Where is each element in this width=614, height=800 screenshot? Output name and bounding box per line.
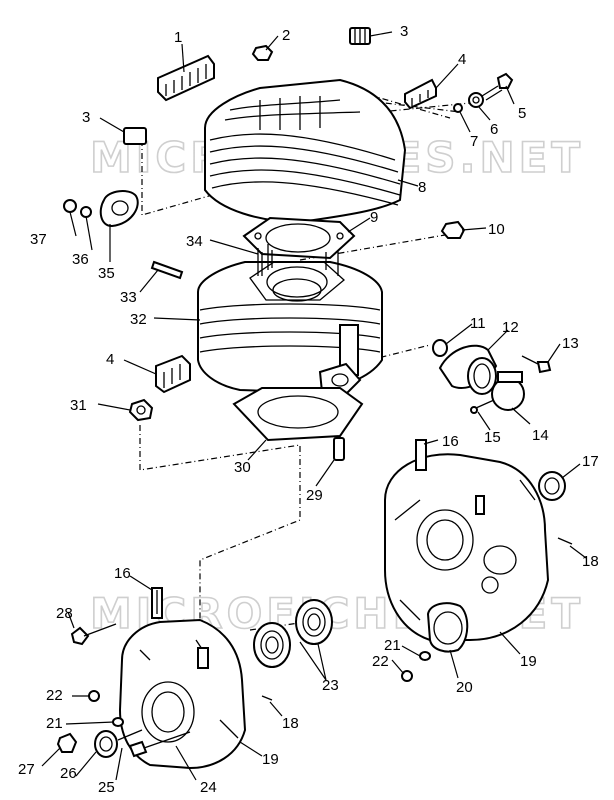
callout-18-right: 18 — [582, 553, 599, 570]
callout-16-right: 16 — [442, 433, 459, 450]
part-33-stud — [150, 260, 184, 280]
part-25-bolt — [117, 729, 143, 741]
callout-31: 31 — [70, 397, 87, 414]
callout-17: 17 — [582, 453, 599, 470]
part-20-gasket — [426, 602, 469, 653]
callout-19-left: 19 — [262, 751, 279, 768]
leader-lines — [41, 31, 587, 781]
part-26-seal — [94, 730, 118, 758]
callout-3-top: 3 — [400, 23, 408, 40]
part-28-bolt — [70, 623, 117, 646]
part-8-cylinder-head — [204, 78, 407, 224]
callout-2: 2 — [282, 27, 290, 44]
callout-35: 35 — [98, 265, 115, 282]
callout-22-right: 22 — [372, 653, 389, 670]
part-24-bolt — [128, 731, 191, 758]
part-34-studs — [257, 244, 269, 276]
part-12-intake-manifold — [438, 344, 498, 395]
callout-26: 26 — [60, 765, 77, 782]
callout-15: 15 — [484, 429, 501, 446]
part-11-oring — [432, 339, 448, 357]
part-4-insulator-top — [404, 78, 437, 110]
part-18-dowel-right — [557, 537, 573, 545]
callout-13: 13 — [562, 335, 579, 352]
callout-8: 8 — [418, 179, 426, 196]
callout-22-left: 22 — [46, 687, 63, 704]
part-32-cylinder — [197, 250, 383, 398]
part-13-bolt — [521, 355, 552, 374]
callout-21-left: 21 — [46, 715, 63, 732]
callout-18-left: 18 — [282, 715, 299, 732]
part-21-washer-right — [419, 651, 431, 661]
callout-27: 27 — [18, 761, 35, 778]
crankcase-right — [384, 439, 550, 641]
callout-21-right: 21 — [384, 637, 401, 654]
part-14-clamp — [491, 371, 525, 411]
part-37-nut — [63, 199, 77, 213]
callout-23: 23 — [322, 677, 339, 694]
callout-36: 36 — [72, 251, 89, 268]
callout-4-top: 4 — [458, 51, 466, 68]
part-17-seal — [538, 471, 566, 501]
part-3-isolator-top — [349, 27, 371, 45]
callout-12: 12 — [502, 319, 519, 336]
callout-6: 6 — [490, 121, 498, 138]
part-22-screw-right — [401, 670, 413, 682]
part-2-nut — [251, 44, 274, 61]
part-5-bolt — [481, 72, 514, 101]
part-36-washer — [80, 206, 92, 218]
callout-1: 1 — [174, 29, 182, 46]
callout-33: 33 — [120, 289, 137, 306]
part-15-screw — [470, 399, 495, 414]
callout-7: 7 — [470, 133, 478, 150]
callout-9: 9 — [370, 209, 378, 226]
callout-19-right: 19 — [520, 653, 537, 670]
callout-14: 14 — [532, 427, 549, 444]
part-22-screw-left — [88, 690, 100, 702]
part-27-nut — [56, 732, 78, 753]
callout-5: 5 — [518, 105, 526, 122]
callout-labels: 1 2 3 3 4 4 5 6 7 8 9 10 11 12 13 14 15 … — [18, 23, 599, 796]
part-23-bearings — [253, 599, 333, 668]
callout-32: 32 — [130, 311, 147, 328]
callout-20: 20 — [456, 679, 473, 696]
part-9-head-gasket — [242, 216, 356, 260]
part-4-insulator-left — [155, 354, 191, 394]
callout-34: 34 — [186, 233, 203, 250]
callout-10: 10 — [488, 221, 505, 238]
callout-30: 30 — [234, 459, 251, 476]
part-29-dowel — [333, 437, 345, 461]
part-1-insulator — [157, 54, 215, 102]
callout-4-left: 4 — [106, 351, 114, 368]
callout-16-left: 16 — [114, 565, 131, 582]
part-10-nut — [440, 220, 466, 239]
part-3-isolator-left — [123, 127, 147, 145]
part-21-washer-left — [112, 717, 124, 727]
callout-29: 29 — [306, 487, 323, 504]
callout-24: 24 — [200, 779, 217, 796]
callout-37: 37 — [30, 231, 47, 248]
callout-28: 28 — [56, 605, 73, 622]
callout-3-left: 3 — [82, 109, 90, 126]
callout-11: 11 — [470, 315, 486, 332]
part-35-flange — [99, 190, 139, 228]
part-18-dowel-left — [261, 695, 273, 701]
callout-25: 25 — [98, 779, 115, 796]
part-31-nut — [128, 398, 154, 422]
part-6-washer — [468, 92, 484, 108]
part-30-base-gasket — [232, 387, 364, 442]
part-7-nut-small — [453, 103, 463, 113]
